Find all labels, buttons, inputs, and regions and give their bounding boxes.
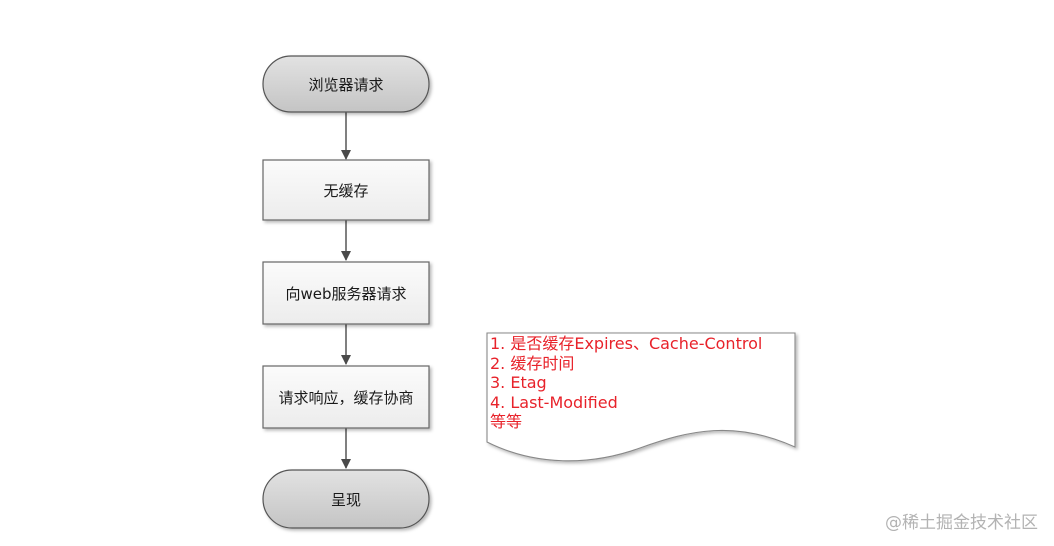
note-document-shape: [486, 332, 796, 462]
note-line: 4. Last-Modified: [490, 392, 618, 412]
watermark: @稀土掘金技术社区: [885, 513, 1038, 533]
note-text: 1. 是否缓存Expires、Cache-Control 2. 缓存时间 3. …: [490, 334, 790, 432]
node-start-label: 浏览器请求: [308, 75, 384, 94]
note-line: 3. Etag: [490, 373, 547, 392]
note-line: 2. 缓存时间: [490, 353, 575, 373]
node-response-shape: [262, 365, 430, 429]
node-start-shape: [262, 55, 430, 113]
node-no-cache-shape: [262, 159, 430, 221]
node-no-cache-label: 无缓存: [323, 181, 369, 200]
node-render-label: 呈现: [330, 490, 361, 509]
note-line: 等等: [490, 412, 523, 431]
node-request-server-label: 向web服务器请求: [285, 284, 407, 303]
node-response-label: 请求响应，缓存协商: [278, 388, 414, 407]
node-request-server-shape: [262, 261, 430, 325]
note-line: 1. 是否缓存Expires、Cache-Control: [490, 334, 763, 353]
node-render-shape: [262, 469, 430, 529]
